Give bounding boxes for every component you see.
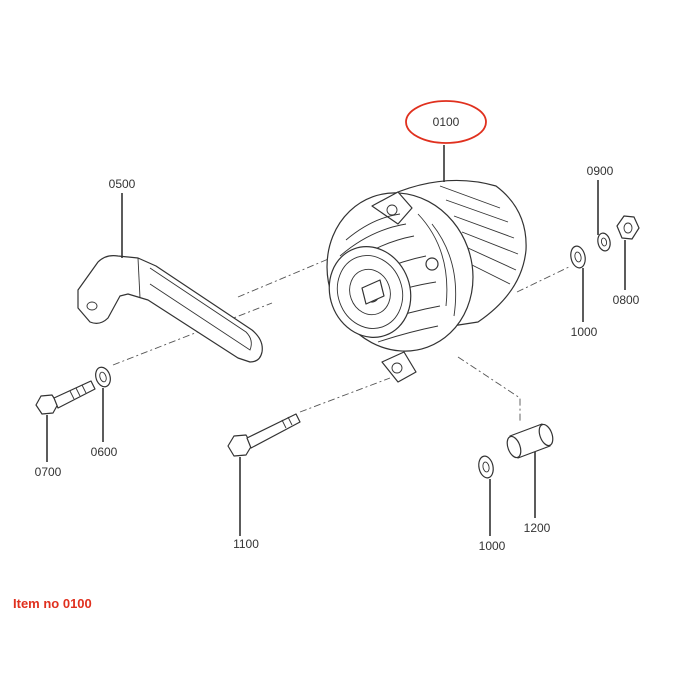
lock-washer-0900[interactable] [596,232,611,252]
callout-0700[interactable]: 0700 [35,465,62,479]
callout-1000-top[interactable]: 1000 [571,325,598,339]
washer-0600[interactable] [93,365,112,388]
callout-0100[interactable]: 0100 [433,115,460,129]
bolt-0700[interactable] [35,380,96,415]
bolt-1100[interactable] [227,413,301,457]
callout-1100[interactable]: 1100 [233,537,259,551]
bracket-0500[interactable] [77,255,263,363]
callout-0600[interactable]: 0600 [91,445,118,459]
washer-1000-bottom[interactable] [477,455,495,479]
spacer-1200[interactable] [505,423,556,460]
callout-0500[interactable]: 0500 [109,177,136,191]
leader-lines [46,145,626,536]
callout-0900[interactable]: 0900 [587,164,614,178]
nut-0800[interactable] [616,215,640,240]
alternator-0100[interactable] [305,172,527,383]
callout-1200[interactable]: 1200 [524,521,551,535]
callout-1000-bottom[interactable]: 1000 [479,539,506,553]
callout-0800[interactable]: 0800 [613,293,640,307]
highlight-ellipse [405,100,487,144]
washer-1000-top[interactable] [569,245,587,269]
item-caption: Item no 0100 [13,596,92,611]
